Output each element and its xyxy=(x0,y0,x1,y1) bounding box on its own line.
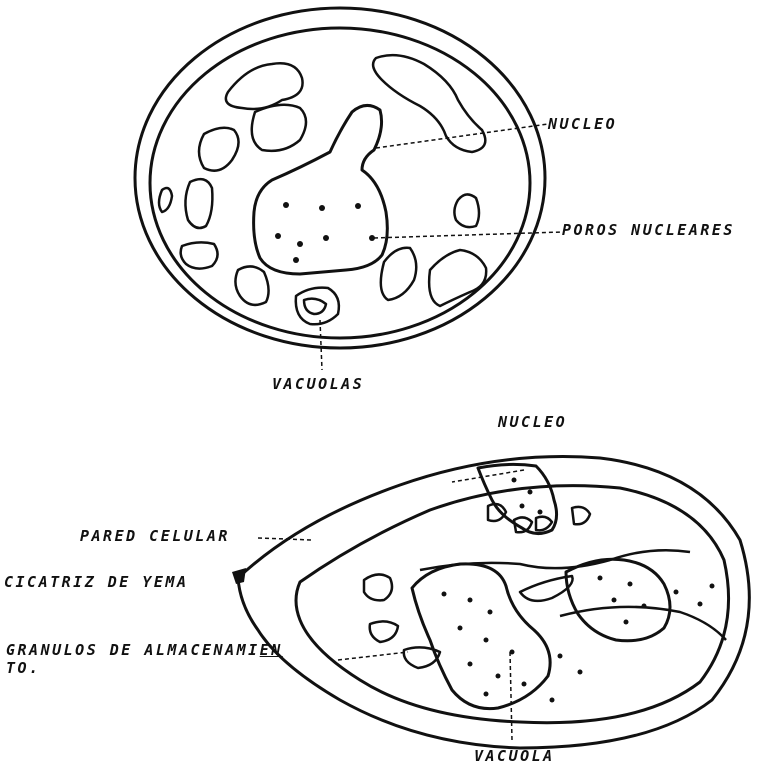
top-cell-nucleus xyxy=(254,105,388,274)
granulos-label-line1: GRANULOS DE ALMACENAMIEN xyxy=(6,642,283,659)
top-cell xyxy=(135,8,562,370)
top-vacuolas-leader xyxy=(320,320,322,370)
bottom-cell-storage-granules xyxy=(364,504,590,668)
bottom-cell-large-vacuole xyxy=(412,564,550,709)
top-cell-nuclear-pores xyxy=(275,202,375,263)
pared-celular-label: PARED CELULAR xyxy=(80,528,230,545)
top-cell-vacuoles xyxy=(159,55,486,324)
cicatriz-de-yema-label: CICATRIZ DE YEMA xyxy=(4,574,189,591)
bottom-cell-storage-dots xyxy=(442,478,715,703)
bottom-cell xyxy=(232,457,749,748)
poros-nucleares-label: POROS NUCLEARES xyxy=(562,222,735,239)
granulos-label-text: GRANULOS DE ALMACENAMIEN xyxy=(6,641,283,659)
top-cell-outer-wall xyxy=(135,8,545,348)
bottom-cell-nucleus xyxy=(478,464,557,533)
bud-scar xyxy=(232,568,246,584)
granulos-label-line2: TO. xyxy=(6,660,41,677)
granulos-leader xyxy=(338,652,408,660)
bottom-nucleo-label: NUCLEO xyxy=(498,414,567,431)
vacuola-leader xyxy=(510,652,512,740)
bottom-cell-right-vacuole xyxy=(566,559,670,641)
vacuolas-label: VACUOLAS xyxy=(272,376,364,393)
top-nucleo-label: NUCLEO xyxy=(548,116,617,133)
vacuola-label: VACUOLA xyxy=(474,748,555,765)
granulos-label-underlined-part: EN xyxy=(260,641,283,659)
